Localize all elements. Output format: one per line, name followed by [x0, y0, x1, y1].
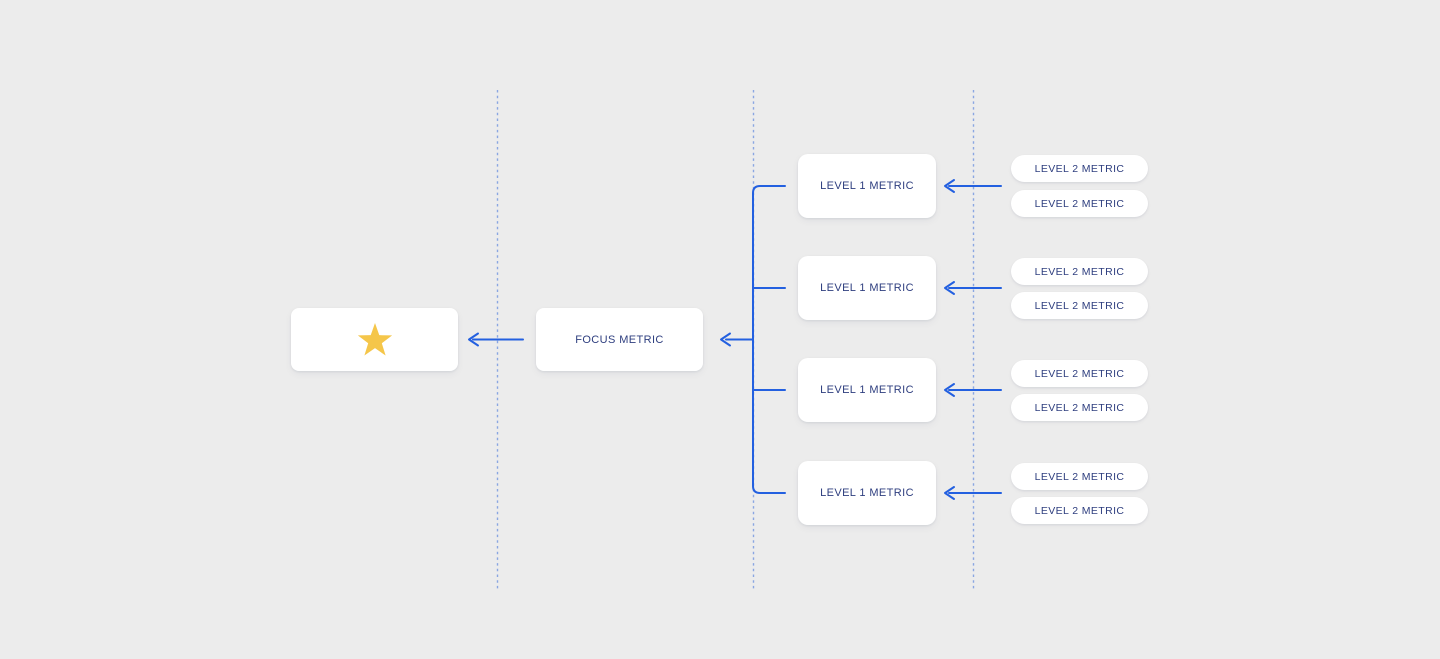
level1-label: LEVEL 1 METRIC [820, 487, 914, 499]
level2-pill-3a[interactable]: LEVEL 2 METRIC [1011, 360, 1148, 387]
level2-label: LEVEL 2 METRIC [1034, 470, 1125, 483]
level2-label: LEVEL 2 METRIC [1034, 401, 1125, 414]
level2-pill-4a[interactable]: LEVEL 2 METRIC [1011, 463, 1148, 490]
level1-card-4[interactable]: LEVEL 1 METRIC [798, 461, 936, 525]
focus-metric-label: FOCUS METRIC [575, 333, 664, 346]
level1-label: LEVEL 1 METRIC [820, 282, 914, 294]
level1-card-1[interactable]: LEVEL 1 METRIC [798, 154, 936, 218]
level2-pill-1a[interactable]: LEVEL 2 METRIC [1011, 155, 1148, 182]
arrow-trunk-to-focus-head [720, 332, 731, 347]
arrow-l2-to-l1-3-head [944, 383, 955, 397]
arrow-l2-to-l1-1-head [944, 179, 955, 193]
level1-card-2[interactable]: LEVEL 1 METRIC [798, 256, 936, 320]
level1-label: LEVEL 1 METRIC [820, 180, 914, 192]
level2-label: LEVEL 2 METRIC [1034, 265, 1125, 278]
north-star-card[interactable] [291, 308, 458, 371]
bracket-trunk [752, 185, 786, 494]
arrow-l2-to-l1-2-head [944, 281, 955, 295]
level2-label: LEVEL 2 METRIC [1034, 367, 1125, 380]
level2-pill-4b[interactable]: LEVEL 2 METRIC [1011, 497, 1148, 524]
level2-pill-2a[interactable]: LEVEL 2 METRIC [1011, 258, 1148, 285]
level2-pill-3b[interactable]: LEVEL 2 METRIC [1011, 394, 1148, 421]
level2-label: LEVEL 2 METRIC [1034, 197, 1125, 210]
level2-pill-2b[interactable]: LEVEL 2 METRIC [1011, 292, 1148, 319]
arrow-focus-to-star-head [468, 332, 479, 347]
level1-card-3[interactable]: LEVEL 1 METRIC [798, 358, 936, 422]
arrow-l2-to-l1-4-head [944, 486, 955, 500]
level2-label: LEVEL 2 METRIC [1034, 299, 1125, 312]
level2-pill-1b[interactable]: LEVEL 2 METRIC [1011, 190, 1148, 217]
focus-metric-card[interactable]: FOCUS METRIC [536, 308, 703, 371]
level2-label: LEVEL 2 METRIC [1034, 504, 1125, 517]
star-icon [357, 322, 392, 356]
level2-label: LEVEL 2 METRIC [1034, 162, 1125, 175]
level1-label: LEVEL 1 METRIC [820, 384, 914, 396]
